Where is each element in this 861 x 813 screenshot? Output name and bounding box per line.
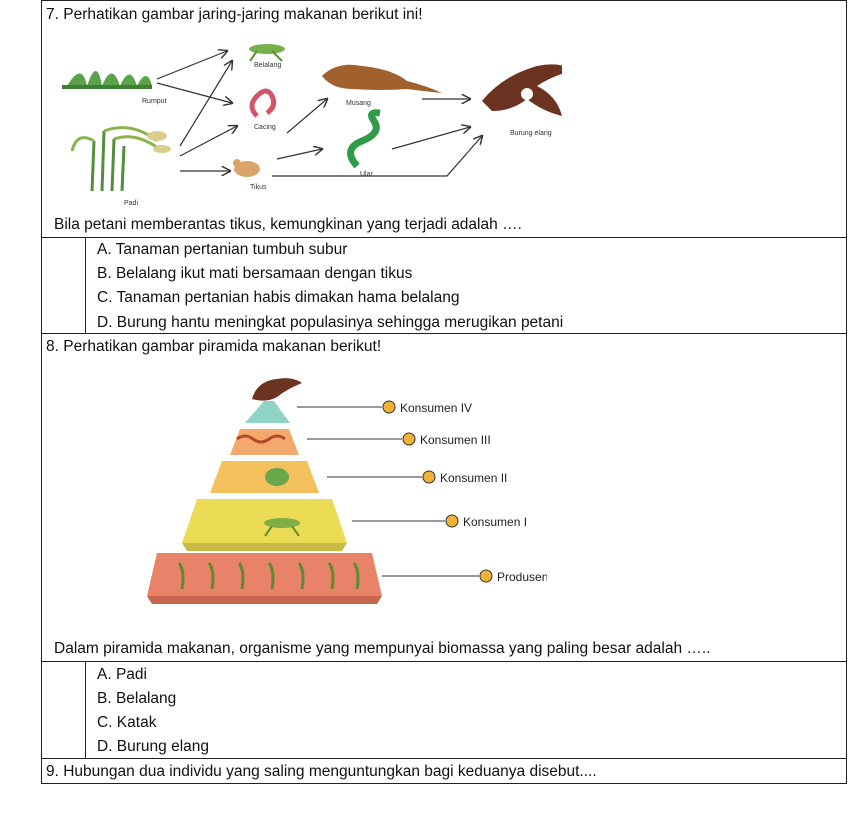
label-konsumen-i: Konsumen I [463, 515, 527, 529]
q9-title: 9. Hubungan dua individu yang saling men… [46, 763, 597, 780]
rice-plant-icon [177, 562, 360, 590]
q7-option-a: A. Tanaman pertanian tumbuh subur [97, 241, 348, 258]
q7-question: Bila petani memberantas tikus, kemungkin… [54, 216, 522, 233]
q8-option-a: A. Padi [97, 666, 147, 683]
q7-option-b: B. Belalang ikut mati bersamaan dengan t… [97, 265, 413, 282]
divider [85, 237, 86, 333]
label-burung-elang: Burung elang [510, 130, 552, 137]
pyramid-level-producer [147, 553, 382, 596]
divider [42, 333, 846, 334]
grasshopper-icon [264, 518, 300, 537]
eagle-icon [482, 64, 562, 116]
q7-title: 7. Perhatikan gambar jaring-jaring makan… [46, 6, 423, 23]
divider [42, 758, 846, 759]
food-pyramid-diagram: Konsumen IV Konsumen III Konsumen II Kon… [147, 378, 547, 604]
q7-option-d: D. Burung hantu meningkat populasinya se… [97, 314, 564, 331]
pyramid-level-consumer-2 [210, 461, 319, 493]
worksheet-table: 7. Perhatikan gambar jaring-jaring makan… [41, 0, 847, 784]
q7-option-c: C. Tanaman pertanian habis dimakan hama … [97, 289, 460, 306]
snake-icon [347, 109, 381, 169]
frog-icon [265, 468, 289, 486]
divider [42, 237, 846, 238]
food-web-diagram: Belalang Rumput Cacing Musang Burung ela… [62, 44, 562, 207]
q8-option-b: B. Belalang [97, 690, 177, 707]
divider [42, 661, 846, 662]
divider [85, 661, 86, 758]
leader-lines [297, 406, 479, 577]
label-konsumen-iv: Konsumen IV [400, 401, 472, 415]
marker-konsumen-iv [382, 400, 396, 414]
marker-konsumen-i [445, 514, 459, 528]
label-cacing: Cacing [254, 124, 276, 131]
q8-option-d: D. Burung elang [97, 738, 210, 755]
q8-question: Dalam piramida makanan, organisme yang m… [54, 640, 711, 657]
label-padi: Padi [124, 200, 138, 207]
label-ular: Ular [360, 171, 374, 178]
marker-konsumen-ii [422, 470, 436, 484]
rice-plant-icon [70, 126, 171, 192]
snake-icon [236, 434, 286, 444]
label-belalang: Belalang [254, 62, 281, 69]
eagle-icon [252, 378, 302, 401]
arrows [156, 51, 482, 177]
q8-title: 8. Perhatikan gambar piramida makanan be… [46, 338, 382, 355]
label-rumput: Rumput [142, 98, 167, 105]
grass-icon [62, 71, 152, 89]
worm-icon [249, 88, 277, 118]
pyramid-level-consumer-4 [245, 401, 290, 423]
marker-produsen [479, 569, 493, 583]
pyramid-level-consumer-1 [182, 499, 347, 543]
civet-icon [322, 64, 442, 93]
label-produsen: Produsen [497, 570, 547, 584]
label-tikus: Tikus [250, 184, 267, 191]
mouse-icon [233, 159, 260, 177]
label-konsumen-ii: Konsumen II [440, 471, 507, 485]
q8-option-c: C. Katak [97, 714, 157, 731]
grasshopper-icon [249, 44, 285, 62]
label-konsumen-iii: Konsumen III [420, 433, 491, 447]
label-musang: Musang [346, 100, 371, 107]
marker-konsumen-iii [402, 432, 416, 446]
